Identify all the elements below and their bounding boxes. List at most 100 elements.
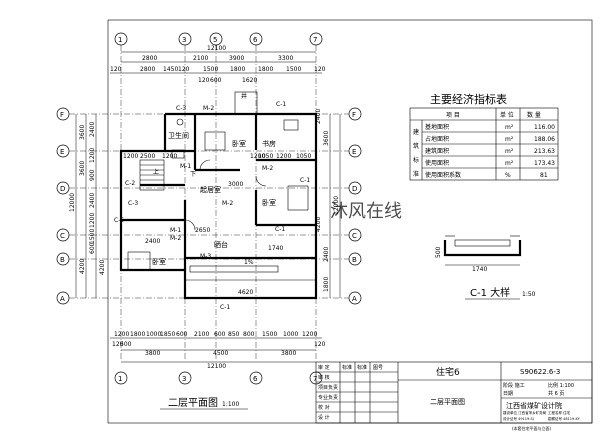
econ-title: 主要经济指标表 bbox=[430, 92, 507, 106]
tb-label-4: 校 对 bbox=[318, 404, 330, 411]
axis-right-A: A bbox=[352, 295, 357, 303]
tb-label-0: 审 定 bbox=[318, 364, 330, 371]
econ-r1-unit: m² bbox=[505, 136, 514, 143]
dim-bot2-10: 1000 bbox=[283, 331, 298, 338]
tb-drawing-no: S90622.6-3 bbox=[520, 368, 560, 376]
tag-c3-a: C-3 bbox=[176, 105, 186, 112]
room-study: 书房 bbox=[262, 139, 276, 148]
econ-r3-value: 173.43 bbox=[534, 160, 555, 167]
dim-left-o0: 3600 bbox=[79, 125, 86, 140]
econ-r3-item: 使用面积 bbox=[425, 159, 449, 167]
axis-grid bbox=[69, 45, 349, 360]
dim-top-3: 3900 bbox=[229, 55, 244, 62]
tag-c1-d: C-1 bbox=[220, 304, 230, 311]
axis-right-D: D bbox=[352, 185, 357, 193]
tag-c1-a: C-1 bbox=[276, 101, 286, 108]
tag-c2: C-2 bbox=[125, 180, 135, 187]
dim-bot2-8: 800 bbox=[243, 331, 255, 338]
axis-left-B: B bbox=[60, 256, 65, 264]
axis-top-1: 1 bbox=[118, 36, 122, 44]
dim-left-i3: 2400 bbox=[89, 193, 96, 208]
econ-h-value: 数 量 bbox=[527, 111, 541, 119]
right-axis-bubbles: F E D C B A bbox=[348, 107, 362, 305]
dim-top-misc-0: 1620 bbox=[242, 77, 257, 84]
axis-bottom-6: 6 bbox=[253, 375, 258, 383]
tb-info-2: 日期 bbox=[503, 391, 513, 397]
axis-left-D: D bbox=[60, 185, 65, 193]
tb-project: 住宅6 bbox=[436, 366, 460, 378]
axis-bottom-3: 3 bbox=[182, 375, 186, 383]
dim-top-total: 12100 bbox=[207, 45, 226, 52]
tag-m1-a: M-1 bbox=[180, 163, 191, 170]
dim-bot-2: 4500 bbox=[213, 350, 228, 357]
tb-label-3: 专业负责 bbox=[318, 394, 338, 401]
dim-bot2-5: 2100 bbox=[194, 331, 209, 338]
dim-right-o0: 3600 bbox=[323, 131, 330, 146]
dim-in-11: 4620 bbox=[238, 289, 253, 296]
tb-small-0: 建设单位 江西省萍乡矿务局 bbox=[503, 410, 547, 415]
dim-right-o1: 2400 bbox=[323, 247, 330, 262]
dim-bot-misc-0: 120 bbox=[112, 341, 124, 348]
detail-side: 500 bbox=[435, 246, 442, 258]
econ-side-2: 标 bbox=[413, 156, 419, 164]
econ-h-item: 项 目 bbox=[446, 112, 460, 119]
watermark-text: 沐风在线 bbox=[330, 201, 402, 222]
dim-top2-6: 1800 bbox=[258, 66, 273, 73]
dim-left-i0: 2400 bbox=[89, 122, 96, 137]
econ-r2-item: 建筑面积 bbox=[425, 147, 449, 155]
dim-in-9: 2650 bbox=[195, 227, 210, 234]
econ-r0-value: 116.00 bbox=[534, 124, 555, 131]
dim-bot-3: 3800 bbox=[281, 350, 296, 357]
bathtub-icon bbox=[171, 149, 185, 159]
dim-right-total: 12000 bbox=[333, 196, 340, 215]
dim-top2-0: 120 bbox=[110, 66, 122, 73]
dim-bot2-2: 1000 bbox=[146, 331, 161, 338]
axis-right-E: E bbox=[352, 148, 356, 156]
plan-title: 二层平面图 bbox=[168, 397, 218, 409]
dim-top-2: 2100 bbox=[193, 55, 208, 62]
axis-left-F: F bbox=[60, 111, 64, 119]
dim-in-2: 1200 bbox=[162, 153, 177, 160]
dim-in-6: 1050 bbox=[296, 153, 311, 160]
detail-title: C-1 大样 bbox=[470, 286, 510, 299]
bottom-axis-bubbles: 1 3 6 7 bbox=[114, 371, 323, 385]
dim-bot2-9: 1500 bbox=[262, 331, 277, 338]
top-dimensions: 12100 2800 2100 3900 3300 120 2800 1450 … bbox=[110, 45, 326, 84]
dim-bot2-0: 1200 bbox=[114, 331, 129, 338]
dim-left-i7: 4200 bbox=[99, 260, 106, 275]
dim-left-i4: 1200 bbox=[89, 213, 96, 228]
tb-small-3: 勘察证号 48119-KY bbox=[548, 416, 581, 421]
dim-left-o2: 4200 bbox=[79, 259, 86, 274]
left-dimensions: 12000 3600 3600 4200 2400 1200 900 2400 … bbox=[69, 114, 106, 298]
bed-2-icon bbox=[287, 185, 309, 211]
dim-in-8: 2400 bbox=[145, 238, 160, 245]
tag-c5: C-5 bbox=[114, 217, 124, 224]
dim-left-i2: 900 bbox=[89, 169, 96, 181]
axis-top-5: 5 bbox=[213, 36, 217, 44]
econ-r0-item: 基地面积 bbox=[425, 123, 449, 131]
axis-left-E: E bbox=[60, 148, 64, 156]
top-axis-bubbles: 1 3 5 6 7 bbox=[114, 32, 323, 46]
tag-m2-b: M-2 bbox=[262, 165, 273, 172]
tag-c1-b: C-1 bbox=[300, 177, 310, 184]
tb-company: 江西省煤矿设计院 bbox=[506, 401, 562, 410]
econ-r2-value: 213.63 bbox=[534, 148, 555, 155]
dim-top-4: 3300 bbox=[278, 55, 293, 62]
dim-in-5: 1200 bbox=[276, 153, 291, 160]
tb-small-2: 设计证号 49119-SJ bbox=[503, 416, 534, 421]
axis-right-B: B bbox=[352, 256, 357, 264]
axis-top-7: 7 bbox=[313, 36, 317, 44]
econ-r4-item: 使用面积系数 bbox=[425, 171, 461, 179]
room-living: 起居室 bbox=[200, 185, 221, 194]
dim-top2-2: 1450 bbox=[163, 66, 178, 73]
tb-info-1: 比例 1:100 bbox=[548, 382, 574, 389]
dim-left-i1: 1200 bbox=[89, 148, 96, 163]
room-bedroom-1: 卧室 bbox=[232, 139, 246, 148]
econ-h-unit: 单 位 bbox=[500, 111, 514, 119]
econ-table: 主要经济指标表 项 目 单 位 数 量 建 筑 标 准 基地面积 m² 116.… bbox=[409, 92, 559, 181]
tag-up: 上 bbox=[153, 168, 159, 176]
dim-left-i6: 600 bbox=[89, 242, 96, 254]
dim-right-o2: 1800 bbox=[323, 277, 330, 292]
econ-r1-item: 占地面积 bbox=[425, 135, 449, 143]
dim-right-i0: 2400 bbox=[315, 109, 322, 124]
